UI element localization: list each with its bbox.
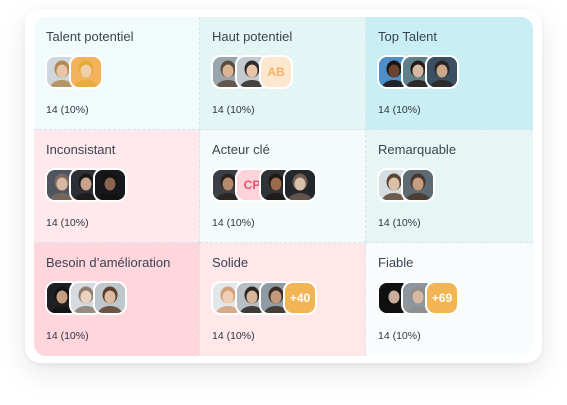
cell-title: Fiable — [378, 255, 414, 270]
avatar-group[interactable]: AB — [211, 55, 293, 89]
cell-title: Talent potentiel — [46, 29, 134, 44]
avatar-group[interactable] — [45, 168, 127, 202]
avatar-overflow-count[interactable]: +40 — [283, 281, 317, 315]
avatar[interactable] — [93, 281, 127, 315]
cell-count: 14 (10%) — [378, 104, 421, 116]
avatar-initials-label: AB — [267, 65, 285, 79]
cell-title: Inconsistant — [46, 142, 116, 157]
avatar-group[interactable]: CP — [211, 168, 317, 202]
avatar-group[interactable] — [45, 281, 127, 315]
person-photo-icon — [71, 57, 101, 87]
cell-title: Top Talent — [378, 29, 438, 44]
cell-count: 14 (10%) — [212, 217, 255, 229]
cell-besoin-amelioration[interactable]: Besoin d’amélioration 14 (10%) — [34, 243, 200, 356]
avatar-overflow-count[interactable]: +69 — [425, 281, 459, 315]
cell-count: 14 (10%) — [378, 330, 421, 342]
avatar-initials-label: CP — [243, 178, 261, 192]
cell-title: Solide — [212, 255, 249, 270]
cell-count: 14 (10%) — [212, 104, 255, 116]
cell-acteur-cle[interactable]: Acteur clé CP 14 (10%) — [200, 130, 366, 243]
cell-count: 14 (10%) — [46, 330, 89, 342]
cell-count: 14 (10%) — [378, 217, 421, 229]
cell-fiable[interactable]: Fiable +69 14 (10%) — [366, 243, 533, 356]
cell-talent-potentiel[interactable]: Talent potentiel 14 (10%) — [34, 17, 200, 130]
avatar[interactable] — [235, 281, 269, 315]
person-photo-icon — [427, 57, 457, 87]
avatar[interactable] — [69, 55, 103, 89]
avatar-group[interactable] — [377, 168, 435, 202]
cell-inconsistant[interactable]: Inconsistant 14 (10%) — [34, 130, 200, 243]
avatar[interactable] — [283, 168, 317, 202]
overflow-count-label: +40 — [289, 291, 311, 305]
talent-matrix-card: Talent potentiel 14 (10%) Haut potentiel… — [25, 9, 542, 363]
cell-count: 14 (10%) — [46, 104, 89, 116]
avatar[interactable] — [425, 55, 459, 89]
cell-title: Acteur clé — [212, 142, 270, 157]
person-photo-icon — [403, 170, 433, 200]
cell-count: 14 (10%) — [46, 217, 89, 229]
cell-title: Haut potentiel — [212, 29, 293, 44]
nine-box-grid: Talent potentiel 14 (10%) Haut potentiel… — [34, 17, 533, 356]
cell-solide[interactable]: Solide +40 14 (10%) — [200, 243, 366, 356]
avatar-initials[interactable]: AB — [259, 55, 293, 89]
avatar-group[interactable] — [377, 55, 459, 89]
cell-haut-potentiel[interactable]: Haut potentiel AB 14 (10%) — [200, 17, 366, 130]
avatar-group[interactable]: +40 — [211, 281, 317, 315]
person-photo-icon — [403, 57, 433, 87]
cell-title: Besoin d’amélioration — [46, 255, 171, 270]
cell-title: Remarquable — [378, 142, 457, 157]
overflow-count-label: +69 — [431, 291, 453, 305]
cell-count: 14 (10%) — [212, 330, 255, 342]
cell-remarquable[interactable]: Remarquable 14 (10%) — [366, 130, 533, 243]
avatar-group[interactable] — [45, 55, 103, 89]
cell-top-talent[interactable]: Top Talent 14 (10%) — [366, 17, 533, 130]
avatar[interactable] — [93, 168, 127, 202]
person-photo-icon — [95, 283, 125, 313]
avatar[interactable] — [401, 168, 435, 202]
person-photo-icon — [285, 170, 315, 200]
avatar-group[interactable]: +69 — [377, 281, 459, 315]
person-photo-icon — [95, 170, 125, 200]
